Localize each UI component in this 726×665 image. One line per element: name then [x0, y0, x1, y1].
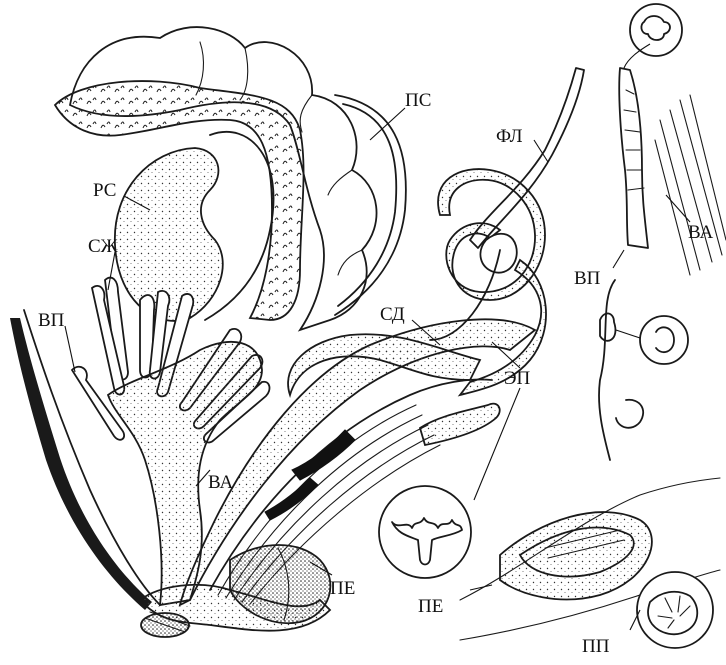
inset-vp [599, 280, 688, 460]
label-vp-left: ВП [38, 310, 65, 331]
label-va-center: ВА [208, 472, 233, 493]
body-wall [10, 310, 160, 610]
seminal-receptacle [115, 132, 274, 321]
label-rs: РС [93, 180, 116, 201]
label-szh: СЖ [88, 236, 119, 257]
label-pe-center: ПЕ [330, 578, 355, 599]
epiphallus-appendix [420, 404, 500, 445]
label-va-right: ВА [688, 222, 713, 243]
label-sd: СД [380, 304, 405, 325]
label-pp: ПП [582, 636, 610, 657]
label-fl: ФЛ [496, 126, 523, 147]
inset-epiphallus-section [379, 486, 471, 578]
label-vp-right: ВП [574, 268, 601, 289]
label-ep: ЭП [504, 368, 531, 389]
inset-penis-section [460, 478, 720, 648]
label-pe-bottom: ПЕ [418, 596, 443, 617]
label-ps: ПС [405, 90, 431, 111]
